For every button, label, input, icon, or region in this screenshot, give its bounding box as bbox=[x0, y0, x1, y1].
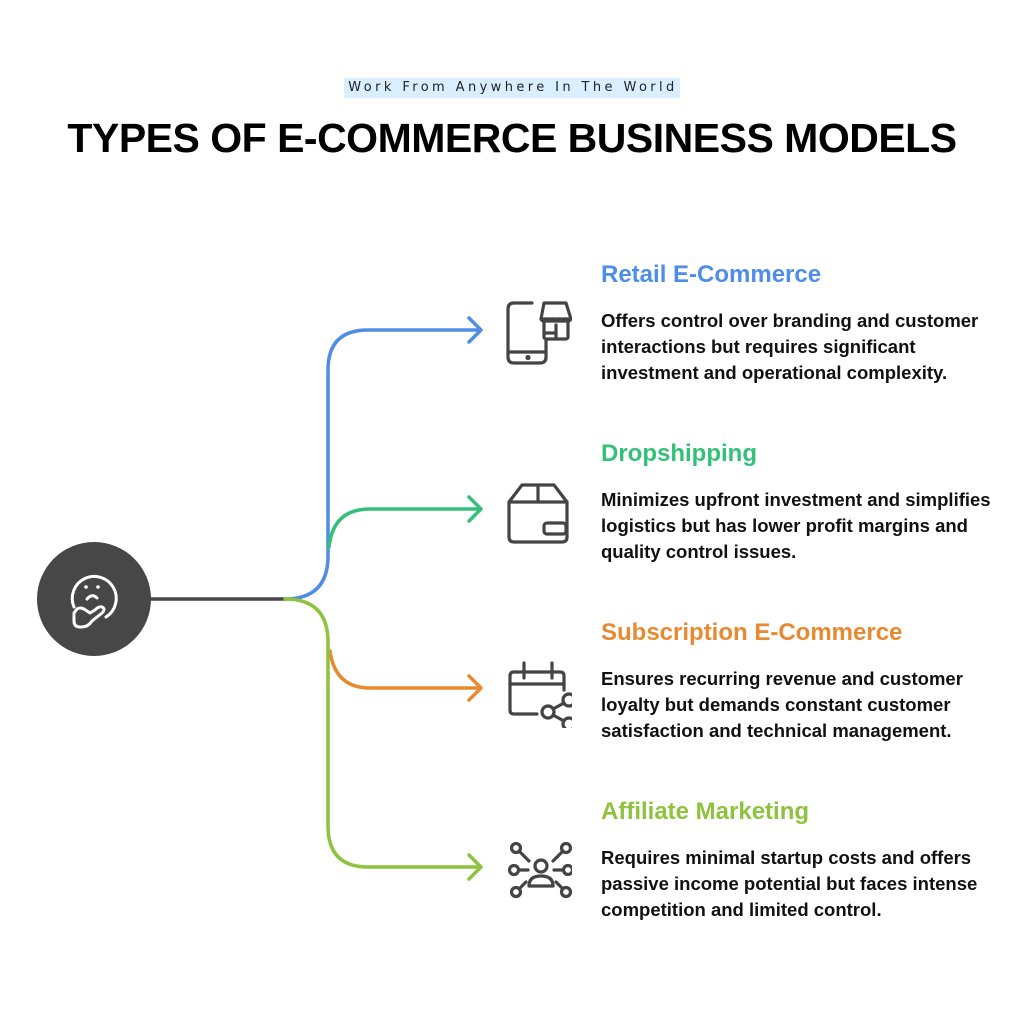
arrowhead-subscription bbox=[467, 674, 483, 702]
item-dropshipping: Dropshipping Minimizes upfront investmen… bbox=[601, 439, 1001, 565]
item-subscription-e-commerce: Subscription E-Commerce Ensures recurrin… bbox=[601, 618, 1001, 744]
connector-retail bbox=[283, 328, 482, 601]
item-description: Minimizes upfront investment and simplif… bbox=[601, 489, 991, 562]
connector-dropshipping bbox=[327, 507, 482, 549]
item-affiliate-marketing: Affiliate Marketing Requires minimal sta… bbox=[601, 797, 1001, 923]
item-title: Retail E-Commerce bbox=[601, 261, 822, 288]
arrowhead-dropshipping bbox=[467, 495, 483, 523]
user-network-icon bbox=[492, 828, 575, 908]
item-title: Dropshipping bbox=[601, 440, 757, 467]
mobile-store-icon bbox=[492, 290, 573, 370]
connector-affiliate bbox=[283, 597, 482, 869]
arrowhead-retail bbox=[467, 316, 483, 344]
thinking-face-icon bbox=[70, 574, 118, 629]
item-title: Affiliate Marketing bbox=[601, 798, 810, 825]
subtitle-wrapper: Work From Anywhere In The World bbox=[0, 78, 1024, 98]
connector-subscription bbox=[328, 649, 482, 690]
item-retail-e-commerce: Retail E-Commerce Offers control over br… bbox=[601, 260, 1001, 386]
package-box-icon bbox=[492, 469, 572, 549]
hub-circle bbox=[37, 542, 151, 656]
item-description: Requires minimal startup costs and offer… bbox=[601, 847, 978, 920]
item-description: Offers control over branding and custome… bbox=[601, 310, 979, 383]
page-title: TYPES OF E-COMMERCE BUSINESS MODELS bbox=[67, 115, 957, 161]
item-description: Ensures recurring revenue and customer l… bbox=[601, 668, 963, 741]
arrowhead-affiliate bbox=[467, 853, 483, 881]
calendar-share-icon bbox=[492, 648, 577, 732]
item-title: Subscription E-Commerce bbox=[601, 619, 903, 646]
subtitle: Work From Anywhere In The World bbox=[344, 78, 680, 98]
